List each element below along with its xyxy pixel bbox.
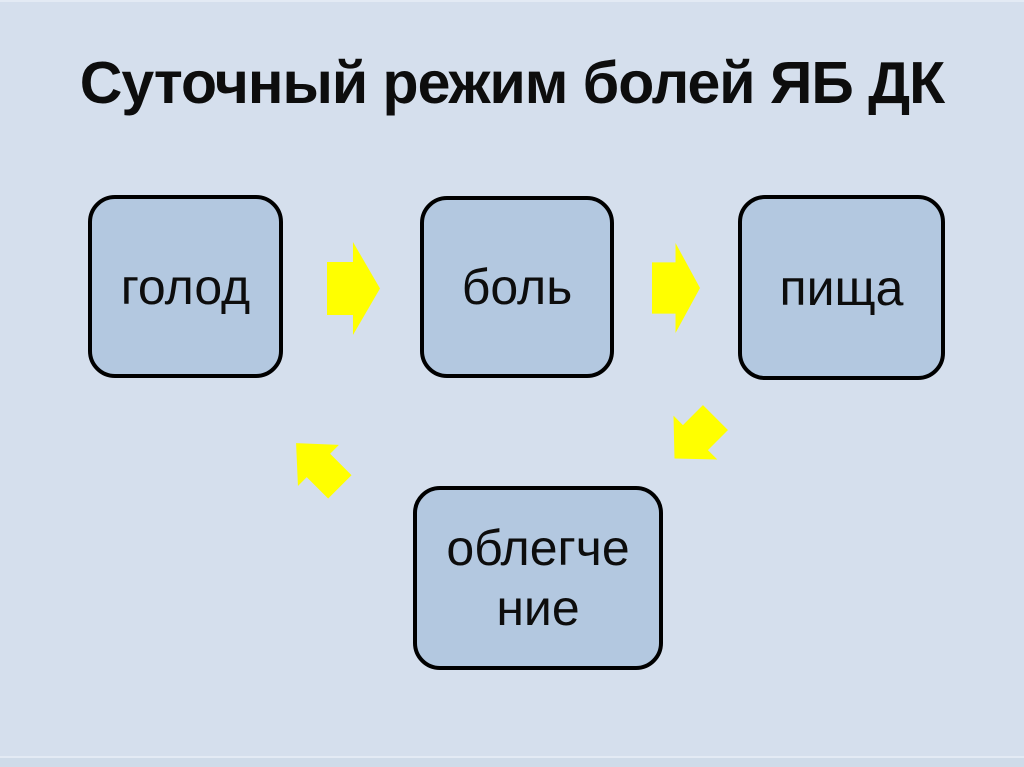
node-pishcha: пища — [738, 195, 945, 380]
node-bol-label: боль — [461, 259, 573, 315]
slide-bottom-edge — [0, 756, 1024, 758]
node-golod: голод — [88, 195, 283, 378]
slide-title: Суточный режим болей ЯБ ДК — [79, 50, 945, 116]
node-pishcha-label: пища — [779, 259, 904, 316]
slide-bottom-strip — [0, 758, 1024, 767]
node-oblegchenie: облегче ние — [413, 486, 663, 670]
arrow-up-left-icon — [276, 423, 361, 508]
node-oblegchenie-label: облегче ние — [446, 520, 630, 636]
node-golod-label: голод — [120, 258, 251, 315]
node-bol: боль — [420, 196, 614, 378]
arrow-right-icon — [327, 242, 380, 335]
slide-top-edge — [0, 0, 1024, 2]
arrow-right-icon — [652, 243, 700, 333]
arrow-down-left-icon — [653, 396, 738, 481]
